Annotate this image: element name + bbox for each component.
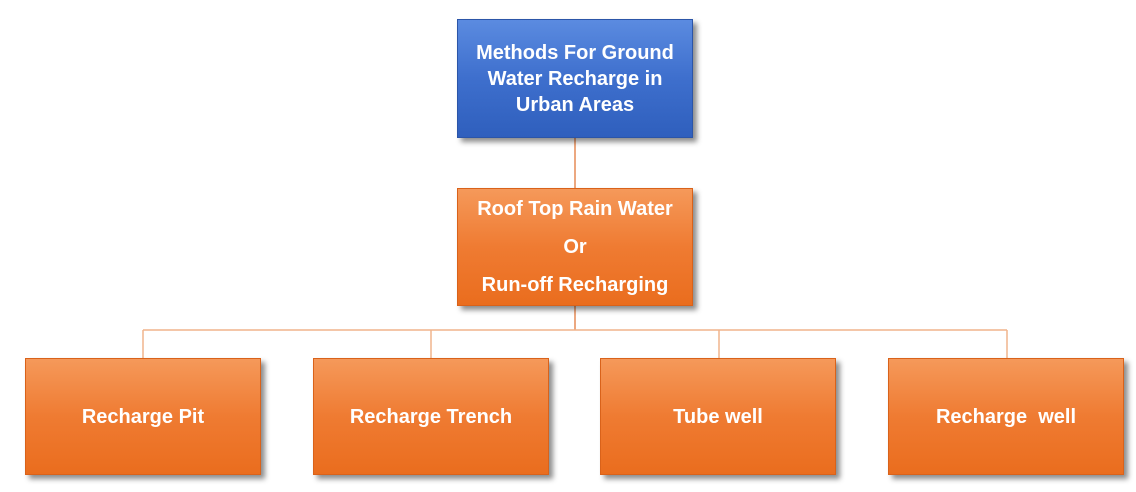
root-node-methods-for-ground-water-recharge: Methods For Ground Water Recharge in Urb… xyxy=(457,19,693,138)
middle-node-line-1: Roof Top Rain Water xyxy=(477,198,673,220)
middle-node-roof-top-rain-water: Roof Top Rain Water Or Run-off Rechargin… xyxy=(457,188,693,306)
leaf-node-tube-well: Tube well xyxy=(600,358,836,475)
leaf-node-label: Recharge Pit xyxy=(81,405,205,428)
root-node-line-1: Methods For Ground xyxy=(476,41,674,64)
leaf-node-recharge-well: Recharge well xyxy=(888,358,1124,475)
root-node-line-2: Water Recharge in xyxy=(487,67,663,90)
leaf-node-label: Recharge well xyxy=(935,405,1077,428)
leaf-node-recharge-trench: Recharge Trench xyxy=(313,358,549,475)
middle-node-line-2: Or xyxy=(563,236,587,258)
leaf-node-label: Recharge Trench xyxy=(349,405,513,428)
middle-node-line-3: Run-off Recharging xyxy=(481,274,669,296)
leaf-node-label: Tube well xyxy=(673,405,763,428)
leaf-node-recharge-pit: Recharge Pit xyxy=(25,358,261,475)
root-node-line-3: Urban Areas xyxy=(515,93,635,116)
